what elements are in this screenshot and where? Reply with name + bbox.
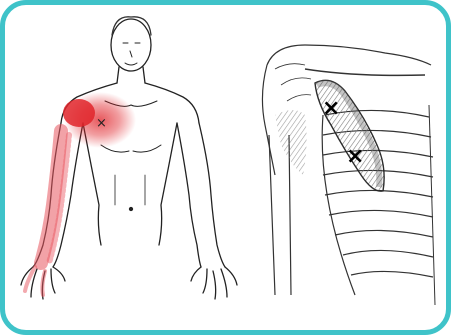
head <box>111 19 151 71</box>
pain-referral-area <box>25 92 136 295</box>
trigger-point-marker-front: × <box>96 116 107 131</box>
shoulder-shadow <box>275 110 307 175</box>
arm-right <box>177 123 225 267</box>
chest-anatomy-figure <box>262 45 435 305</box>
hand-right <box>191 267 237 299</box>
trigger-point-marker-1: × <box>322 96 340 121</box>
trigger-point-marker-2: × <box>346 144 364 169</box>
clavicle <box>305 69 425 75</box>
body-illustration: × <box>5 5 446 330</box>
